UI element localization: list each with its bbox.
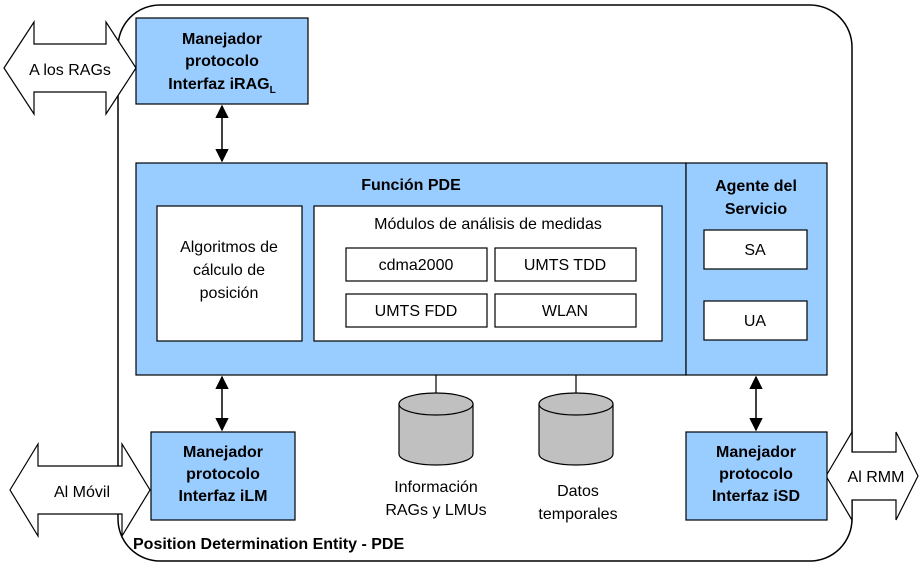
database-info-line2: RAGs y LMUs: [385, 502, 486, 519]
handler-irag-line1: Manejador: [182, 31, 262, 48]
algorithms-box: Algoritmos de cálculo de posición: [156, 205, 303, 342]
database-info-icon: [398, 392, 474, 466]
funcion-pde-title: Función PDE: [361, 177, 461, 194]
handler-ilm-line3: Interfaz iLM: [179, 488, 268, 505]
handler-irag-subscript: L: [270, 85, 276, 96]
sa-box: [703, 229, 808, 270]
module-wlan-label: WLAN: [542, 303, 588, 320]
modules-title: Módulos de análisis de medidas: [374, 216, 602, 233]
module-umts-fdd-label: UMTS FDD: [375, 303, 458, 320]
sa-label: SA: [744, 242, 766, 259]
ua-box: [703, 300, 808, 341]
agente-line2: Servicio: [725, 201, 787, 218]
database-temp-icon: [538, 392, 614, 466]
module-cdma2000-label: cdma2000: [379, 257, 454, 274]
external-arrow-rmm: Al RMM: [825, 429, 919, 523]
database-temp-line1: Datos: [557, 483, 599, 500]
handler-ilm-box: Manejador protocolo Interfaz iLM: [150, 431, 296, 521]
external-label-rmm: Al RMM: [848, 469, 905, 486]
entity-label: Position Determination Entity - PDE: [133, 536, 404, 553]
ua-label: UA: [744, 313, 767, 330]
handler-ilm-line1: Manejador: [183, 444, 263, 461]
database-temp-line2: temporales: [538, 506, 617, 523]
agente-line1: Agente del: [715, 178, 797, 195]
handler-isd-box: Manejador protocolo Interfaz iSD: [685, 431, 828, 521]
algorithms-line2: cálculo de: [193, 262, 265, 279]
handler-isd-line2: protocolo: [719, 466, 793, 483]
handler-isd-line1: Manejador: [716, 444, 796, 461]
algorithms-line1: Algoritmos de: [180, 239, 278, 256]
modules-box: Módulos de análisis de medidas cdma2000 …: [313, 205, 663, 342]
module-wlan-box: [494, 293, 637, 328]
handler-irag-line2: protocolo: [185, 53, 259, 70]
agente-servicio-box: Agente del Servicio SA UA: [685, 162, 828, 376]
handler-isd-line3: Interfaz iSD: [712, 488, 800, 505]
module-umts-tdd-box: [494, 247, 637, 282]
module-cdma2000-box: [345, 247, 488, 282]
module-umts-fdd-box: [345, 293, 488, 328]
algorithms-line3: posición: [200, 285, 259, 302]
module-umts-tdd-label: UMTS TDD: [524, 257, 606, 274]
handler-irag-interface: Interfaz iRAG: [168, 76, 269, 93]
external-arrow-movil: Al Móvil: [9, 441, 151, 539]
external-label-movil: Al Móvil: [54, 484, 110, 501]
handler-irag-box: Manejador protocolo Interfaz iRAGL: [135, 17, 309, 105]
handler-irag-line3: Interfaz iRAGL: [168, 76, 275, 96]
external-arrow-rags: A los RAGs: [3, 19, 137, 117]
handler-ilm-line2: protocolo: [186, 466, 260, 483]
database-info-line1: Información: [394, 479, 478, 496]
external-label-rags: A los RAGs: [29, 62, 111, 79]
